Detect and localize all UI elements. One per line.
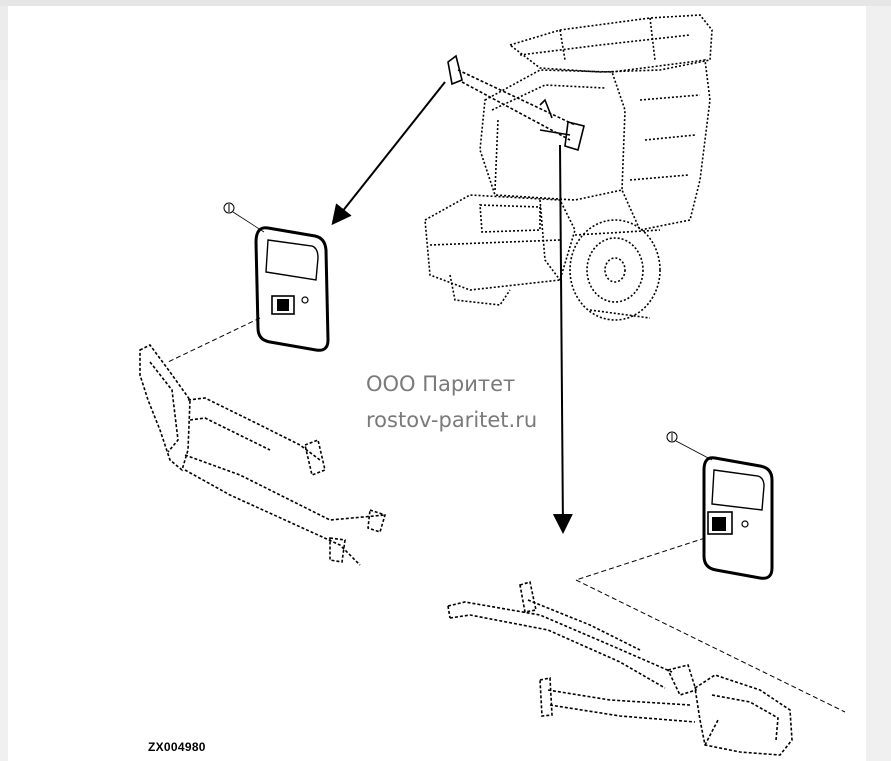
window-left-border [0, 6, 8, 80]
watermark: ООО Паритет rostov-paritet.ru [366, 366, 537, 438]
right-mirror-leader [575, 537, 706, 581]
left-mirror-bracket [139, 343, 386, 566]
right-mirror [702, 456, 774, 580]
right-mirror-bracket [447, 580, 793, 756]
left-mirror [254, 226, 330, 352]
callout-1-left [223, 202, 265, 233]
left-mirror-leader [167, 317, 261, 363]
diagram-sheet [8, 6, 866, 761]
arrow-right-mirror [552, 144, 573, 534]
callout-1-right [666, 431, 713, 461]
watermark-company: ООО Паритет [366, 372, 516, 396]
cab-mirror-mounts [447, 54, 585, 152]
arrow-left-mirror [331, 81, 446, 226]
watermark-website: rostov-paritet.ru [366, 408, 538, 432]
right-mirror-guide-line [575, 579, 846, 713]
harvester-outline [424, 14, 713, 321]
figure-code: ZX004980 [148, 740, 206, 754]
window-top-border [0, 0, 891, 6]
